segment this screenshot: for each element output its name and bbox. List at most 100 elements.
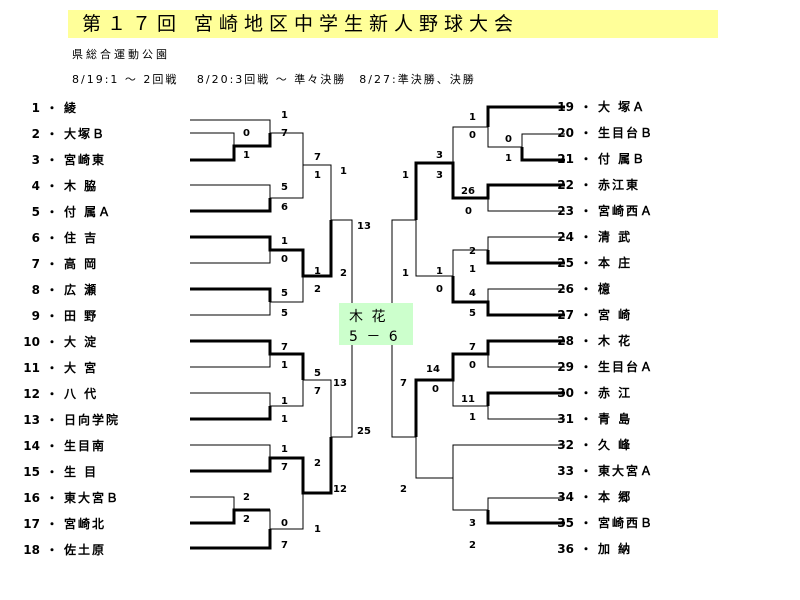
team-name: 佐土原: [64, 543, 107, 557]
score: 1: [314, 266, 321, 277]
team-name: 広 瀬: [64, 283, 99, 297]
separator-dot: ・: [579, 334, 592, 348]
team-entry: 21・付 属Ｂ: [540, 151, 646, 167]
team-entry: 36・加 納: [540, 541, 632, 557]
team-name: 日向学院: [64, 413, 121, 427]
team-name: 東大宮Ｂ: [64, 491, 121, 505]
team-number: 16: [23, 491, 40, 505]
score: 5: [281, 182, 288, 193]
score: 1: [340, 166, 347, 177]
score: 6: [281, 202, 288, 213]
team-name: 高 岡: [64, 257, 99, 271]
score: 3: [436, 150, 443, 161]
score: 2: [314, 284, 321, 295]
score: 0: [436, 284, 443, 295]
team-number: 4: [31, 179, 40, 193]
separator-dot: ・: [45, 465, 58, 479]
team-name: 加 納: [598, 542, 633, 556]
final-winner: 木 花: [349, 309, 388, 325]
score: 0: [281, 254, 288, 265]
score: 1: [281, 360, 288, 371]
separator-dot: ・: [45, 257, 58, 271]
team-entry: 12 ・八 代: [6, 386, 98, 402]
separator-dot: ・: [45, 127, 58, 141]
team-number: 15: [23, 465, 40, 479]
score: 7: [314, 386, 321, 397]
separator-dot: ・: [579, 516, 592, 530]
separator-dot: ・: [45, 413, 58, 427]
team-name: 東大宮Ａ: [598, 464, 655, 478]
separator-dot: ・: [579, 126, 592, 140]
separator-dot: ・: [45, 153, 58, 167]
score: 1: [505, 153, 512, 164]
team-name: 生目南: [64, 439, 107, 453]
team-number: 12: [23, 387, 40, 401]
separator-dot: ・: [45, 543, 58, 557]
score: 1: [314, 524, 321, 535]
team-number: 28: [557, 334, 574, 348]
separator-dot: ・: [45, 231, 58, 245]
separator-dot: ・: [45, 387, 58, 401]
team-entry: 2・大塚Ｂ: [6, 126, 106, 142]
team-entry: 31・青 島: [540, 411, 632, 427]
team-number: 1: [31, 101, 40, 115]
team-number: 9: [31, 309, 40, 323]
team-number: 14: [23, 439, 40, 453]
team-entry: 17・宮崎北: [6, 516, 106, 532]
separator-dot: ・: [45, 491, 58, 505]
separator-dot: ・: [45, 517, 58, 531]
team-entry: 13・日向学院: [6, 412, 120, 428]
team-name: 大塚Ｂ: [64, 127, 107, 141]
team-entry: 4・木 脇: [6, 178, 98, 194]
score: 1: [314, 170, 321, 181]
score: 2: [400, 484, 407, 495]
score: 2: [469, 246, 476, 257]
team-number: 29: [557, 360, 574, 374]
separator-dot: ・: [45, 309, 58, 323]
team-entry: 9・田 野: [6, 308, 98, 324]
team-name: 宮崎東: [64, 153, 107, 167]
separator-dot: ・: [579, 464, 592, 478]
team-number: 24: [557, 230, 574, 244]
team-entry: 6・住 吉: [6, 230, 98, 246]
team-entry: 10・大 淀: [6, 334, 98, 350]
team-name: 大 淀: [64, 335, 99, 349]
team-name: 生目台Ａ: [598, 360, 655, 374]
score: 2: [243, 514, 250, 525]
separator-dot: ・: [45, 439, 58, 453]
team-entry: 18 ・佐土原: [6, 542, 106, 558]
separator-dot: ・: [579, 490, 592, 504]
team-entry: 25・本 庄: [540, 255, 632, 271]
separator-dot: ・: [579, 360, 592, 374]
team-entry: 23・宮崎西Ａ: [540, 203, 654, 219]
team-entry: 14 ・生目南: [6, 438, 106, 454]
team-name: 付 属Ｂ: [598, 152, 647, 166]
team-name: 八 代: [64, 387, 99, 401]
separator-dot: ・: [45, 179, 58, 193]
score: 0: [465, 206, 472, 217]
team-name: 木 花: [598, 334, 633, 348]
score: 12: [333, 484, 347, 495]
team-name: 大 宮: [64, 361, 99, 375]
score: 13: [333, 378, 347, 389]
team-name: 宮崎西Ａ: [598, 204, 655, 218]
score: 0: [432, 384, 439, 395]
team-name: 生目台Ｂ: [598, 126, 655, 140]
score: 1: [402, 170, 409, 181]
team-name: 宮崎西Ｂ: [598, 516, 655, 530]
team-number: 7: [31, 257, 40, 271]
team-name: 赤江東: [598, 178, 641, 192]
team-entry: 3・宮崎東: [6, 152, 106, 168]
team-number: 30: [557, 386, 574, 400]
score: 2: [243, 492, 250, 503]
separator-dot: ・: [579, 386, 592, 400]
team-name: 大 塚Ａ: [598, 100, 647, 114]
separator-dot: ・: [579, 230, 592, 244]
team-number: 18: [23, 543, 40, 557]
team-entry: 15・生 目: [6, 464, 98, 480]
team-name: 本 庄: [598, 256, 633, 270]
separator-dot: ・: [579, 256, 592, 270]
team-name: 青 島: [598, 412, 633, 426]
team-number: 20: [557, 126, 574, 140]
